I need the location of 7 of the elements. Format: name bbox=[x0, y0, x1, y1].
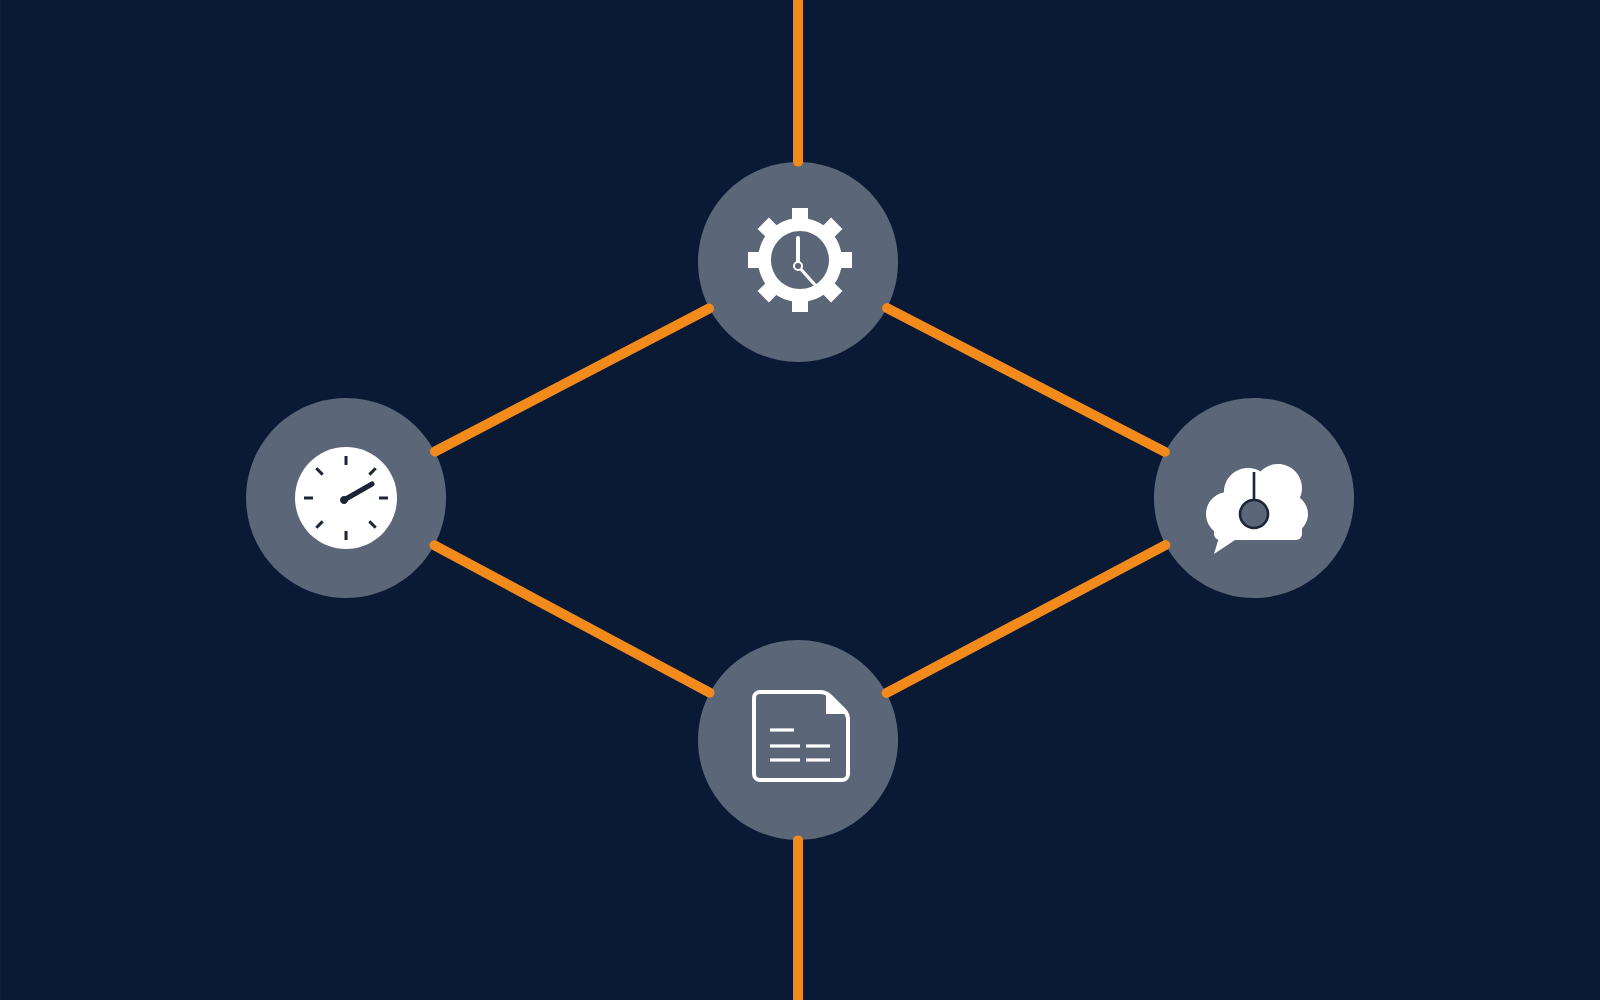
node-circle bbox=[698, 640, 898, 840]
connector-line bbox=[882, 303, 1170, 457]
connector-line bbox=[430, 303, 714, 457]
connector-line bbox=[429, 540, 715, 698]
connector-line bbox=[793, 0, 803, 167]
connector-line bbox=[793, 835, 803, 1000]
connector-line bbox=[881, 540, 1171, 698]
